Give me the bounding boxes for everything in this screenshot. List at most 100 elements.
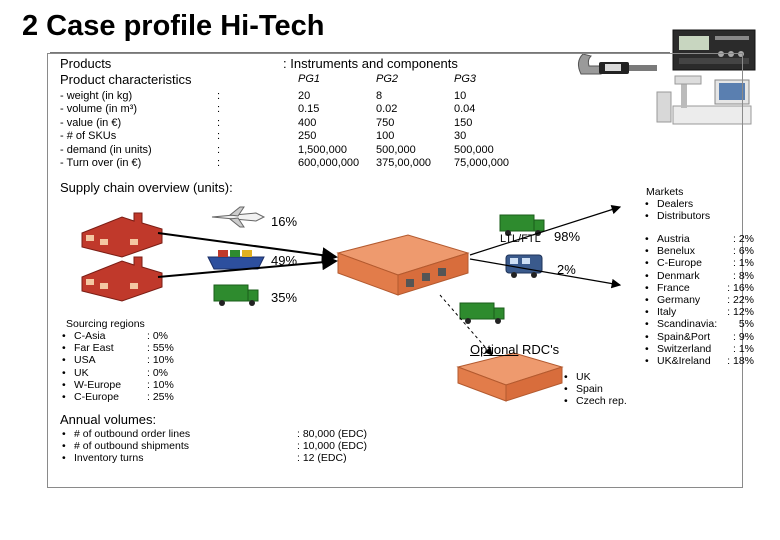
region-pct: : 55% (147, 342, 174, 355)
market-pct: : 18% (727, 355, 754, 368)
row-separator: : (217, 157, 221, 170)
row-label: - value (in €) (60, 116, 122, 129)
truck-icon-2 (499, 214, 545, 236)
product-images (577, 29, 756, 125)
cell-value: 100 (376, 130, 395, 143)
row-label: - Turn over (in €) (60, 157, 142, 170)
factory-icon-2 (81, 256, 163, 302)
train-icon (505, 254, 543, 278)
sourcing-percentages: : 0% : 55% : 10% : 0% : 10% : 25% (147, 330, 174, 403)
list-item: # of outbound order lines (60, 428, 190, 440)
market-pct: : 16% (727, 281, 754, 294)
factory-icon-1 (81, 212, 163, 258)
cell-value: 150 (454, 116, 473, 129)
list-item: Switzerland (643, 343, 717, 355)
cell-value: 10 (454, 90, 467, 102)
market-pct: 5% (738, 318, 754, 331)
list-item: Germany (643, 294, 717, 306)
row-label: - # of SKUs (60, 130, 117, 143)
cell-value: 0.04 (454, 103, 476, 116)
list-item: Spain&Port (643, 331, 717, 343)
cell-value: 20 (298, 90, 311, 102)
list-item: Denmark (643, 270, 717, 282)
cell-value: 30 (454, 130, 467, 143)
optional-word: Optional (470, 342, 519, 357)
characteristics-separators: : : : : : : (217, 90, 220, 170)
product-characteristics-heading: Product characteristics (60, 72, 192, 87)
list-item: Italy (643, 306, 717, 318)
list-item: Austria (643, 233, 717, 245)
list-item: # of outbound shipments (60, 440, 190, 452)
market-pct: : 1% (732, 257, 754, 270)
market-countries-list: Austria Benelux C-Europe Denmark France … (643, 233, 717, 367)
row-label: - weight (in kg) (60, 90, 133, 102)
list-item: Benelux (643, 245, 717, 257)
meter-device-icon (672, 29, 756, 71)
cell-value: 375,00,000 (376, 157, 432, 170)
air-share-label: 16% (271, 214, 298, 229)
row-label: - volume (in m³) (60, 103, 138, 116)
list-item: Far East (60, 342, 121, 354)
market-pct: : 9% (732, 330, 754, 343)
list-item: UK (60, 367, 121, 379)
list-item: Dealers (643, 198, 710, 210)
cell-value: 500,000 (454, 143, 494, 156)
list-item: Scandinavia: (643, 318, 717, 330)
content-frame (47, 53, 743, 488)
volume-value: : 10,000 (EDC) (297, 440, 368, 453)
region-pct: : 0% (147, 330, 169, 342)
sea-share-label: 49% (271, 253, 298, 268)
market-pct: : 1% (732, 342, 754, 355)
group-header-pg2: PG2 (376, 73, 399, 85)
cell-value: 0.02 (376, 103, 398, 116)
list-item: C-Europe (643, 257, 717, 269)
list-item: Spain (562, 383, 627, 395)
list-item: UK&Ireland (643, 355, 717, 367)
rdc-locations-list: UK Spain Czech rep. (562, 371, 627, 408)
list-item: France (643, 282, 717, 294)
list-item: USA (60, 354, 121, 366)
market-pct: : 6% (732, 245, 754, 258)
row-separator: : (217, 103, 221, 116)
markets-heading: Markets (646, 186, 684, 198)
cell-value: 750 (376, 116, 395, 129)
warehouse-icon (336, 234, 470, 296)
market-types-list: Dealers Distributors (643, 198, 710, 223)
list-item: C-Europe (60, 391, 121, 403)
optional-rdc-label: Optional RDC's (470, 342, 559, 357)
row-separator: : (217, 90, 221, 102)
list-item: C-Asia (60, 330, 121, 342)
list-item: Distributors (643, 210, 710, 222)
list-item: Inventory turns (60, 452, 190, 464)
region-pct: : 25% (147, 391, 174, 404)
airplane-icon (211, 206, 266, 228)
cell-value: 1,500,000 (298, 143, 347, 156)
cell-value: 400 (298, 116, 317, 129)
supply-chain-heading: Supply chain overview (units): (60, 180, 233, 195)
truck-icon-1 (213, 284, 259, 306)
ship-icon (207, 250, 265, 270)
list-item: Czech rep. (562, 395, 627, 407)
supply-chain-diagram (81, 204, 622, 402)
rail-share-label: 2% (557, 262, 576, 277)
title-underline (50, 52, 670, 53)
products-heading: Products (60, 56, 112, 71)
annual-volumes-heading: Annual volumes: (60, 412, 157, 427)
cell-value: 600,000,000 (298, 157, 360, 170)
micrometer-icon (577, 53, 657, 75)
region-pct: : 10% (147, 354, 174, 367)
pg1-values: 20 0.15 400 250 1,500,000 600,000,000 (298, 90, 359, 170)
market-percentages: : 2% : 6% : 1% : 8% : 16% : 22% : 12% 5%… (724, 233, 754, 367)
annual-volumes-values: : 80,000 (EDC) : 10,000 (EDC) : 12 (EDC) (297, 428, 367, 465)
ltl-share-label: 98% (554, 229, 581, 244)
volume-value: : 12 (EDC) (297, 452, 347, 465)
group-header-pg3: PG3 (454, 73, 477, 85)
sourcing-regions-list: C-Asia Far East USA UK W-Europe C-Europe (60, 330, 121, 403)
pg3-values: 10 0.04 150 30 500,000 75,000,000 (454, 90, 509, 170)
pg2-values: 8 0.02 750 100 500,000 375,00,000 (376, 90, 431, 170)
road-share-label: 35% (271, 290, 298, 305)
volume-value: : 80,000 (EDC) (297, 428, 368, 440)
cell-value: 250 (298, 130, 317, 143)
row-separator: : (217, 130, 221, 143)
row-label: - demand (in units) (60, 143, 152, 156)
